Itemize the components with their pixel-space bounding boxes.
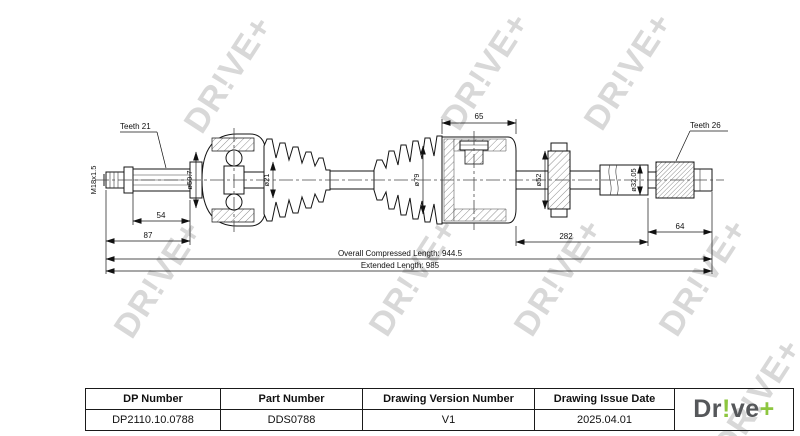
dimension-64: 64: [647, 192, 713, 274]
svg-text:Teeth 21: Teeth 21: [120, 122, 151, 131]
logo-ve: ve: [730, 395, 760, 423]
svg-text:ø79: ø79: [412, 174, 421, 187]
title-block: DP Number Part Number Drawing Version Nu…: [85, 388, 794, 431]
logo-plus: +: [759, 395, 775, 423]
svg-text:87: 87: [144, 231, 153, 240]
svg-text:Extended Length: 985: Extended Length: 985: [361, 261, 440, 270]
drawing-version-value: V1: [362, 409, 535, 431]
dimension-extended-length: Extended Length: 985: [105, 261, 713, 274]
dimension-282: 282: [515, 198, 649, 246]
svg-text:Teeth 26: Teeth 26: [690, 121, 721, 130]
centerline: [95, 128, 724, 232]
svg-text:65: 65: [475, 112, 484, 121]
svg-text:54: 54: [157, 211, 166, 220]
logo-dr: Dr: [693, 395, 723, 423]
technical-drawing-driveshaft: Teeth 21 Teeth 26 M18x1.5 ø50.7 ø21 ø79 …: [89, 112, 728, 274]
dimension-54: 54: [132, 193, 191, 225]
drive-plus-logo: Dr!ve+: [693, 395, 775, 423]
intermediate-shaft: [330, 170, 376, 190]
label-teeth-left: Teeth 21: [120, 122, 167, 169]
dp-number-value: DP2110.10.0788: [85, 409, 221, 431]
label-teeth-right: Teeth 26: [675, 121, 728, 162]
dp-number-header: DP Number: [85, 388, 221, 410]
issue-date-value: 2025.04.01: [534, 409, 675, 431]
issue-date-header: Drawing Issue Date: [534, 388, 675, 410]
part-number-header: Part Number: [220, 388, 363, 410]
part-number-value: DDS0788: [220, 409, 363, 431]
dimension-65: 65: [441, 112, 517, 134]
label-thread-spec: M18x1.5: [89, 166, 98, 195]
dimension-87: 87: [105, 190, 191, 245]
svg-text:64: 64: [676, 222, 685, 231]
logo-exclamation: !: [722, 395, 731, 423]
drawing-version-header: Drawing Version Number: [362, 388, 535, 410]
svg-text:Overall Compressed Length: 944: Overall Compressed Length: 944.5: [338, 249, 463, 258]
brand-logo-cell: Dr!ve+: [674, 388, 794, 431]
svg-text:282: 282: [559, 232, 573, 241]
